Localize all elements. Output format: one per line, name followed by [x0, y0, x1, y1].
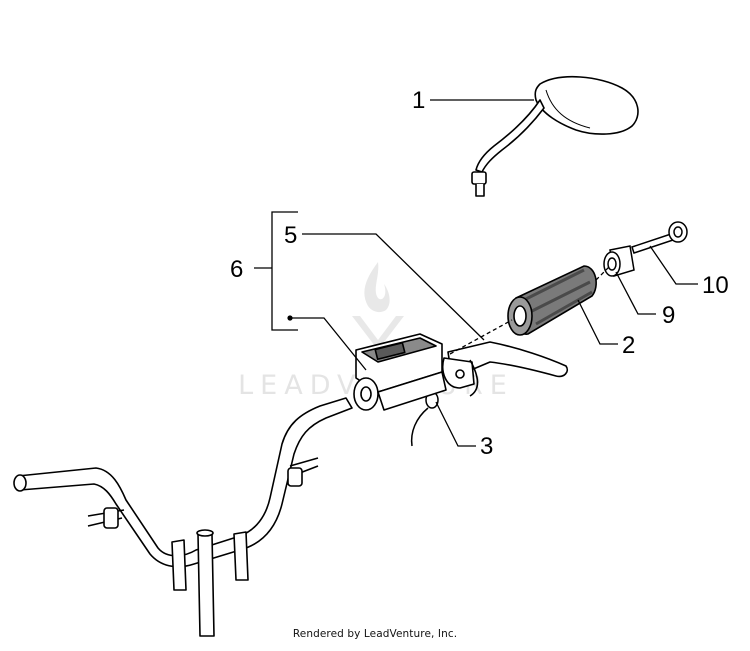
spacer-part [603, 245, 635, 277]
leader-dot [287, 315, 293, 321]
watermark-logo [352, 262, 404, 350]
callout-9: 9 [662, 302, 675, 329]
handlebar-part [13, 397, 353, 637]
leader-lines [254, 99, 698, 447]
grip-part [507, 265, 597, 336]
callout-2: 2 [622, 332, 635, 359]
leader-dashed-grip [449, 319, 513, 355]
mirror-part [471, 75, 639, 197]
callout-1: 1 [412, 87, 425, 114]
footer-credit: Rendered by LeadVenture, Inc. [292, 628, 458, 640]
leader-6-assembly [292, 317, 367, 371]
bracket-6 [254, 211, 298, 331]
leader-3 [435, 401, 476, 447]
leader-5 [302, 233, 485, 341]
callout-6: 6 [230, 256, 243, 283]
leader-dashed-spacer [595, 265, 611, 281]
callout-3: 3 [480, 433, 493, 460]
callout-10: 10 [702, 272, 729, 299]
leader-10 [649, 245, 698, 285]
leader-2 [577, 299, 618, 345]
leader-9 [615, 271, 656, 315]
callout-5: 5 [284, 222, 297, 249]
master-cylinder-part [353, 333, 447, 411]
screw-part [631, 221, 688, 254]
callout-labels: 1 2 3 5 6 9 10 [230, 87, 729, 460]
brake-lever-part [442, 341, 569, 397]
